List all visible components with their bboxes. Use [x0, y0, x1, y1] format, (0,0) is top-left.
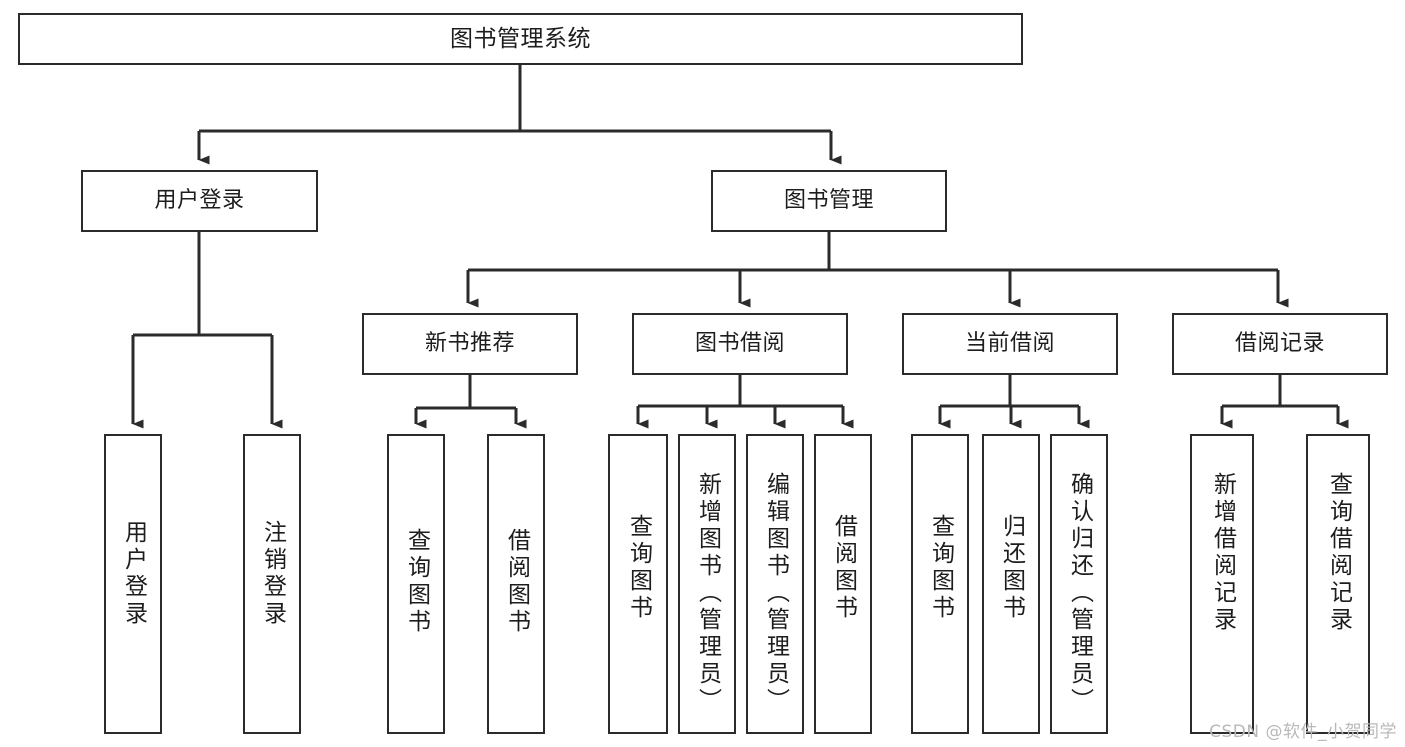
node-leaf-query-book-1[interactable]: 查询图书: [387, 434, 445, 734]
node-book-manage[interactable]: 图书管理: [711, 170, 947, 232]
node-root-label: 图书管理系统: [450, 25, 591, 52]
csdn-watermark: CSDN @软件_小贺同学: [1209, 722, 1397, 742]
node-leaf-borrow-book-1[interactable]: 借阅图书: [487, 434, 545, 734]
node-current-borrow-label: 当前借阅: [964, 331, 1055, 357]
node-leaf-edit-book-label: 编辑图书（管理员）: [762, 472, 789, 715]
node-leaf-query-book-2[interactable]: 查询图书: [608, 434, 668, 734]
node-leaf-borrow-book-2[interactable]: 借阅图书: [814, 434, 872, 734]
node-user-login[interactable]: 用户登录: [81, 170, 318, 232]
node-leaf-add-book[interactable]: 新增图书（管理员）: [678, 434, 736, 734]
node-leaf-add-book-label: 新增图书（管理员）: [694, 472, 721, 715]
node-leaf-user-logout[interactable]: 注销登录: [243, 434, 301, 734]
node-leaf-query-borrow-record-label: 查询借阅记录: [1325, 472, 1352, 634]
node-leaf-return-book[interactable]: 归还图书: [982, 434, 1040, 734]
node-leaf-add-borrow-record-label: 新增借阅记录: [1209, 472, 1236, 634]
node-leaf-confirm-return-label: 确认归还（管理员）: [1066, 472, 1093, 715]
node-leaf-query-book-3-label: 查询图书: [927, 514, 954, 622]
node-book-manage-label: 图书管理: [783, 188, 874, 214]
node-user-login-label: 用户登录: [154, 188, 245, 214]
node-leaf-query-book-2-label: 查询图书: [625, 514, 652, 622]
node-leaf-confirm-return[interactable]: 确认归还（管理员）: [1050, 434, 1108, 734]
node-leaf-return-book-label: 归还图书: [998, 514, 1025, 622]
node-leaf-query-borrow-record[interactable]: 查询借阅记录: [1306, 434, 1370, 734]
node-leaf-query-book-3[interactable]: 查询图书: [911, 434, 969, 734]
node-leaf-query-book-1-label: 查询图书: [403, 528, 430, 636]
node-leaf-edit-book[interactable]: 编辑图书（管理员）: [746, 434, 804, 734]
node-leaf-borrow-book-1-label: 借阅图书: [503, 528, 530, 636]
node-new-book-recommend[interactable]: 新书推荐: [362, 313, 578, 375]
node-leaf-borrow-book-2-label: 借阅图书: [830, 514, 857, 622]
node-borrow-record-label: 借阅记录: [1234, 331, 1325, 357]
node-leaf-add-borrow-record[interactable]: 新增借阅记录: [1190, 434, 1254, 734]
node-leaf-user-login-label: 用户登录: [120, 520, 147, 628]
node-root[interactable]: 图书管理系统: [18, 13, 1023, 65]
node-leaf-user-login[interactable]: 用户登录: [104, 434, 162, 734]
node-leaf-user-logout-label: 注销登录: [259, 520, 286, 628]
node-current-borrow[interactable]: 当前借阅: [902, 313, 1118, 375]
node-new-book-recommend-label: 新书推荐: [424, 331, 515, 357]
node-book-borrow[interactable]: 图书借阅: [632, 313, 848, 375]
node-borrow-record[interactable]: 借阅记录: [1172, 313, 1388, 375]
node-book-borrow-label: 图书借阅: [694, 331, 785, 357]
